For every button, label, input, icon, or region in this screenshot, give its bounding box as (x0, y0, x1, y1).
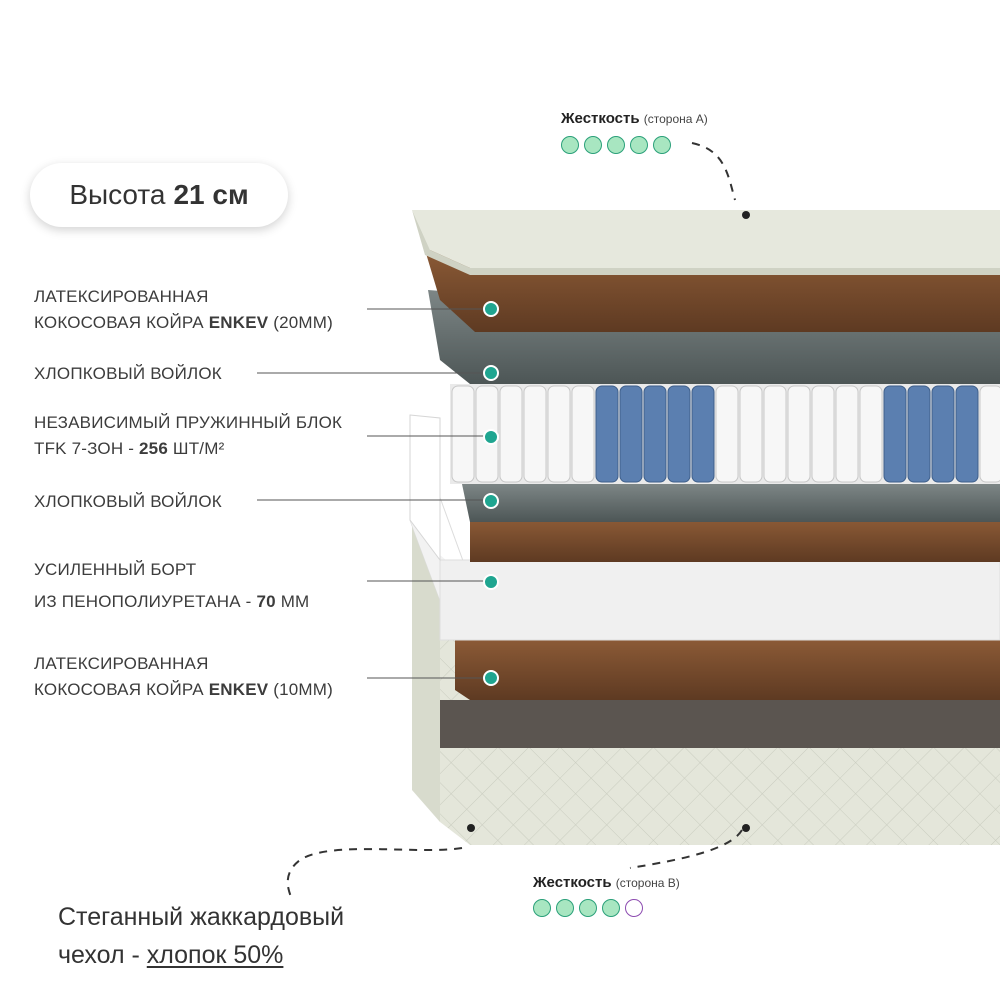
hardness-dot-filled (556, 899, 574, 917)
hardness-connectors (286, 142, 743, 901)
spring-pocket (763, 385, 787, 483)
layer-label-coir-20mm: ЛАТЕКСИРОВАННАЯ КОКОСОВАЯ КОЙРА ENKEV (2… (34, 284, 333, 336)
spring-pocket (499, 385, 523, 483)
layer-label-felt-upper: ХЛОПКОВЫЙ ВОЙЛОК (34, 361, 222, 387)
layer-label-felt-lower: ХЛОПКОВЫЙ ВОЙЛОК (34, 489, 222, 515)
spring-pocket (715, 385, 739, 483)
layer-label-line: TFK 7-ЗОН - 256 ШТ/М² (34, 439, 225, 458)
hardness-a-title: Жесткость (сторона А) (561, 110, 708, 127)
layer-label-line: ЛАТЕКСИРОВАННАЯ (34, 654, 209, 673)
hardness-dot-filled (653, 136, 671, 154)
hardness-b-rating (533, 899, 680, 917)
hardness-b-title: Жесткость (сторона В) (533, 874, 680, 891)
spring-pocket (595, 385, 619, 483)
hardness-dot-filled (561, 136, 579, 154)
layer-label-foam-border: УСИЛЕННЫЙ БОРТ ИЗ ПЕНОПОЛИУРЕТАНА - 70 М… (34, 557, 309, 615)
felt-lower-layer (462, 484, 1000, 522)
spring-pocket (547, 385, 571, 483)
layer-label-line: ХЛОПКОВЫЙ ВОЙЛОК (34, 492, 222, 511)
spring-pocket (979, 385, 1000, 483)
layer-label-line: КОКОСОВАЯ КОЙРА ENKEV (20ММ) (34, 313, 333, 332)
layer-label-line: УСИЛЕННЫЙ БОРТ (34, 560, 197, 579)
hardness-dot-empty (625, 899, 643, 917)
layer-label-line: ИЗ ПЕНОПОЛИУРЕТАНА - 70 ММ (34, 592, 310, 611)
spring-pocket (907, 385, 931, 483)
hardness-b-side: (сторона В) (615, 876, 680, 890)
hardness-side-a: Жесткость (сторона А) (561, 110, 708, 154)
cover-line-2: чехол - хлопок 50% (58, 941, 284, 969)
hardness-side-b: Жесткость (сторона В) (533, 874, 680, 917)
spring-pocket (571, 385, 595, 483)
hardness-b-label: Жесткость (533, 874, 612, 891)
spring-pocket (931, 385, 955, 483)
cover-description: Стеганный жаккардовый чехол - хлопок 50% (58, 898, 344, 974)
layer-label-line: ЛАТЕКСИРОВАННАЯ (34, 287, 209, 306)
spring-pocket (835, 385, 859, 483)
layer-label-coir-10mm: ЛАТЕКСИРОВАННАЯ КОКОСОВАЯ КОЙРА ENKEV (1… (34, 651, 333, 703)
spring-block-layer (450, 384, 1000, 484)
hardness-a-label: Жесткость (561, 110, 640, 127)
hardness-dot-filled (579, 899, 597, 917)
hardness-dot-filled (533, 899, 551, 917)
height-badge: Высота 21 см (30, 163, 288, 227)
layer-label-line: КОКОСОВАЯ КОЙРА ENKEV (10ММ) (34, 680, 333, 699)
leader-lines (257, 308, 490, 679)
spring-pocket (859, 385, 883, 483)
hardness-dot-filled (584, 136, 602, 154)
spring-pocket (955, 385, 979, 483)
hardness-dot-filled (607, 136, 625, 154)
layer-label-spring-block: НЕЗАВИСИМЫЙ ПРУЖИННЫЙ БЛОК TFK 7-ЗОН - 2… (34, 410, 342, 462)
coir-10mm-layer (455, 640, 1000, 700)
cover-line-1: Стеганный жаккардовый (58, 903, 345, 931)
coir-inner-layer (470, 520, 1000, 562)
spring-pocket (811, 385, 835, 483)
hardness-a-rating (561, 136, 708, 154)
spring-pocket (451, 385, 475, 483)
layer-markers (483, 301, 499, 686)
hardness-a-side: (сторона А) (643, 112, 708, 126)
spring-pocket (619, 385, 643, 483)
spring-pocket (643, 385, 667, 483)
spring-pocket (523, 385, 547, 483)
spring-pocket (667, 385, 691, 483)
spring-pocket (787, 385, 811, 483)
height-label: Высота (69, 179, 166, 210)
hardness-anchor-dots (467, 211, 750, 832)
spring-pocket (691, 385, 715, 483)
spring-pocket (739, 385, 763, 483)
cover-material-link[interactable]: хлопок 50% (146, 941, 284, 969)
top-cover-layer (412, 210, 1000, 275)
layer-label-line: ХЛОПКОВЫЙ ВОЙЛОК (34, 364, 222, 383)
hardness-dot-filled (630, 136, 648, 154)
hardness-dot-filled (602, 899, 620, 917)
height-value: 21 см (173, 179, 249, 210)
foam-border-layer (409, 414, 1000, 641)
layer-label-line: НЕЗАВИСИМЫЙ ПРУЖИННЫЙ БЛОК (34, 413, 343, 432)
spring-pocket (883, 385, 907, 483)
